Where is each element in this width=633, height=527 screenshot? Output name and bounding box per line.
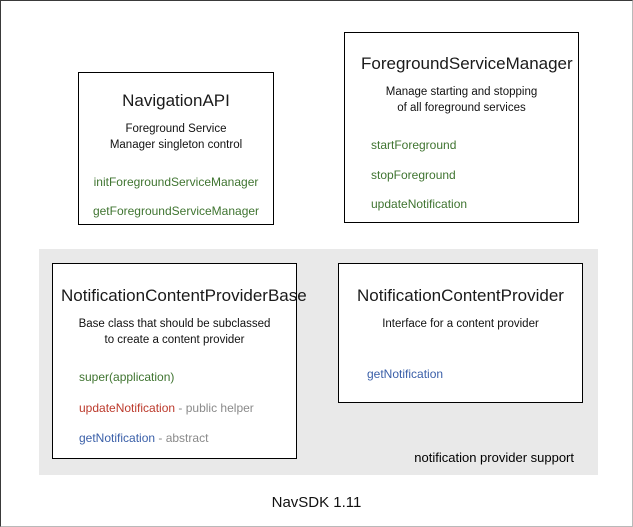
member-item[interactable]: super(application) bbox=[79, 370, 288, 384]
class-description-line: Interface for a content provider bbox=[382, 318, 539, 331]
class-box-notification-content-provider[interactable]: NotificationContentProvider Interface fo… bbox=[338, 263, 583, 403]
member-item[interactable]: getNotification - abstract bbox=[79, 431, 288, 445]
member-list: super(application) updateNotification - … bbox=[61, 370, 288, 445]
member-name: stopForeground bbox=[371, 167, 456, 182]
member-item[interactable]: startForeground bbox=[371, 138, 562, 152]
member-item[interactable]: getForegroundServiceManager bbox=[89, 204, 263, 218]
member-item[interactable]: stopForeground bbox=[371, 168, 562, 182]
member-name: getNotification bbox=[367, 366, 444, 381]
member-item[interactable]: initForegroundServiceManager bbox=[89, 175, 263, 189]
class-title: NotificationContentProvider bbox=[357, 286, 564, 305]
member-name: getForegroundServiceManager bbox=[92, 203, 260, 218]
class-box-foreground-service-manager[interactable]: ForegroundServiceManager Manage starting… bbox=[344, 32, 579, 223]
class-description-line: Manage starting and stopping bbox=[385, 86, 538, 99]
class-description-line: to create a content provider bbox=[104, 333, 245, 346]
member-list: initForegroundServiceManager getForegrou… bbox=[89, 175, 263, 218]
footer-version-label: NavSDK 1.11 bbox=[271, 494, 362, 511]
class-description-line: Manager singleton control bbox=[109, 138, 243, 151]
class-box-notification-content-provider-base[interactable]: NotificationContentProviderBase Base cla… bbox=[52, 263, 307, 459]
member-name: getNotification bbox=[79, 431, 156, 446]
class-description: Manage starting and stopping of all fore… bbox=[361, 85, 562, 116]
member-name: startForeground bbox=[371, 138, 457, 153]
member-list: startForeground stopForeground updateNot… bbox=[361, 138, 562, 211]
class-description: Foreground Service Manager singleton con… bbox=[89, 122, 263, 153]
class-title: NavigationAPI bbox=[122, 91, 230, 110]
member-note: - public helper bbox=[175, 400, 254, 415]
class-description-line: Base class that should be subclassed bbox=[78, 318, 271, 331]
member-item[interactable]: updateNotification bbox=[371, 197, 562, 211]
class-description: Interface for a content provider bbox=[349, 317, 572, 333]
class-description-line: of all foreground services bbox=[397, 101, 526, 114]
member-name: super(application) bbox=[79, 370, 175, 385]
member-name: updateNotification bbox=[371, 197, 468, 212]
class-description: Base class that should be subclassed to … bbox=[61, 317, 288, 348]
member-item[interactable]: updateNotification - public helper bbox=[79, 401, 288, 415]
member-note: - abstract bbox=[155, 431, 209, 446]
class-box-navigation-api[interactable]: NavigationAPI Foreground Service Manager… bbox=[78, 72, 274, 225]
member-list: getNotification bbox=[349, 367, 572, 381]
group-caption: notification provider support bbox=[414, 450, 574, 465]
member-item[interactable]: getNotification bbox=[367, 367, 572, 381]
class-title: NotificationContentProviderBase bbox=[61, 286, 307, 305]
class-description-line: Foreground Service bbox=[125, 123, 227, 136]
member-name: initForegroundServiceManager bbox=[93, 175, 259, 190]
member-name: updateNotification bbox=[79, 400, 176, 415]
class-title: ForegroundServiceManager bbox=[361, 54, 573, 73]
